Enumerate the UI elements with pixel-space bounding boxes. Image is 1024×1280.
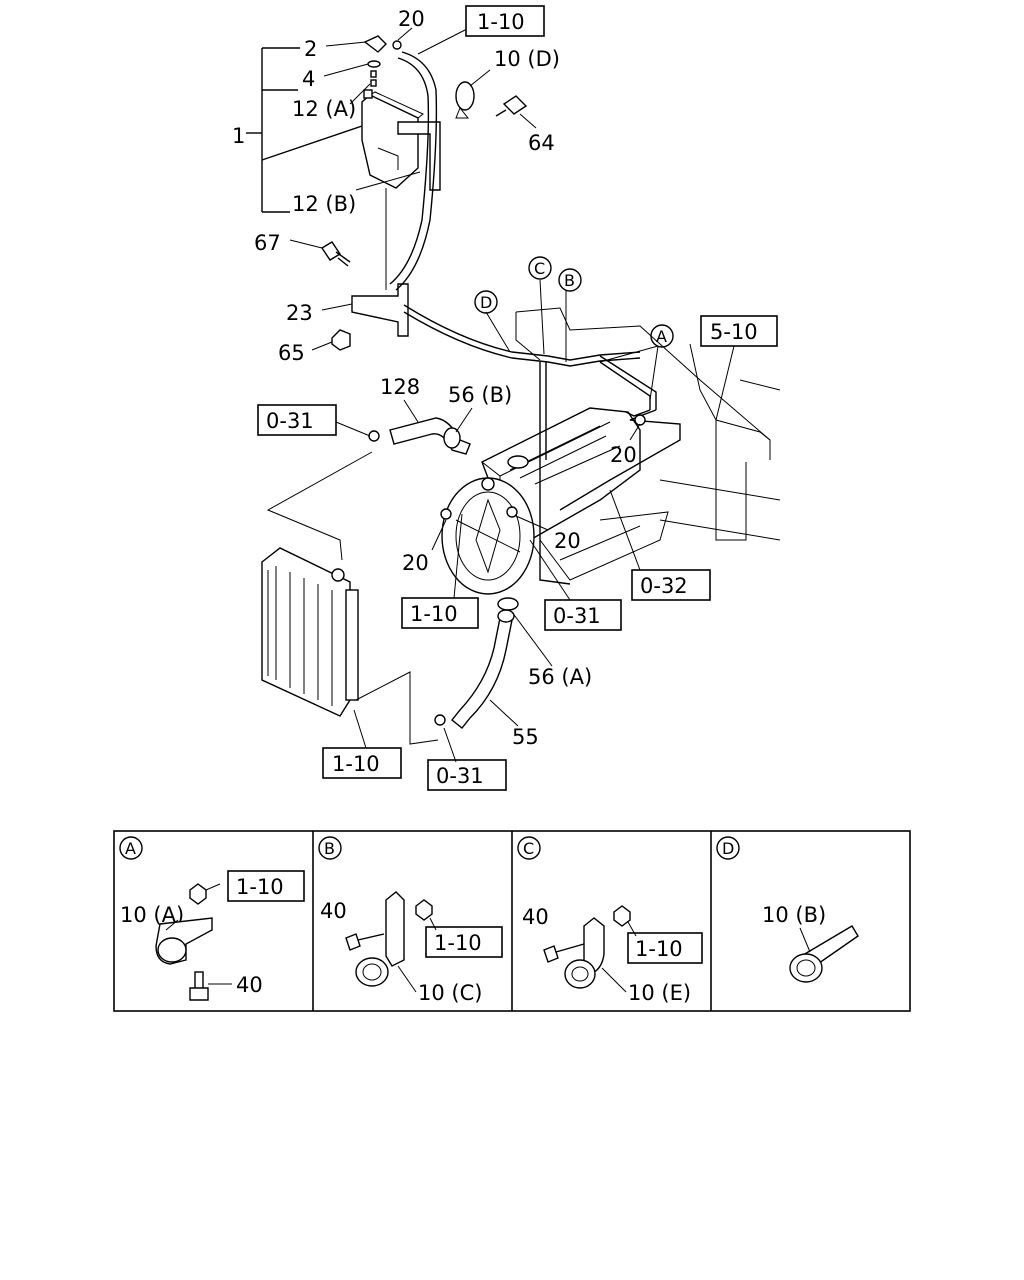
panel-b-ref: 1-10 <box>434 931 482 955</box>
callout-1: 1 <box>232 124 245 148</box>
leader-lines-middle <box>335 279 735 763</box>
upper-hose-128 <box>368 417 471 455</box>
svg-text:D: D <box>480 293 492 312</box>
circle-markers: C B D A <box>474 256 674 348</box>
bolt-64 <box>495 95 528 117</box>
svg-text:1-10: 1-10 <box>477 10 525 34</box>
callout-12a: 12 (A) <box>292 97 356 121</box>
panel-c-bolt: 40 <box>522 905 549 929</box>
callout-20-mid: 20 <box>554 529 581 553</box>
leader-lines-top <box>289 27 537 351</box>
callout-67: 67 <box>254 231 281 255</box>
svg-text:C: C <box>523 839 534 858</box>
callout-10d: 10 (D) <box>494 47 560 71</box>
callout-65: 65 <box>278 341 305 365</box>
ref-box-110-mid[interactable]: 1-10 <box>401 597 479 629</box>
overflow-hose <box>389 51 641 367</box>
callout-55: 55 <box>512 725 539 749</box>
panel-c-ref: 1-10 <box>635 937 683 961</box>
svg-text:0-31: 0-31 <box>553 604 601 628</box>
callout-20-right: 20 <box>610 443 637 467</box>
svg-text:0-32: 0-32 <box>640 574 688 598</box>
callout-23: 23 <box>286 301 313 325</box>
marker-a: A <box>650 324 674 348</box>
ref-box-032[interactable]: 0-32 <box>631 569 711 601</box>
frame-rails <box>515 307 781 541</box>
ref-box-031-left[interactable]: 0-31 <box>257 404 337 436</box>
connection-lines <box>266 451 439 745</box>
ref-box-510[interactable]: 5-10 <box>700 315 778 347</box>
callout-12b: 12 (B) <box>292 192 356 216</box>
ref-box-031-bottom[interactable]: 0-31 <box>427 759 507 791</box>
svg-text:D: D <box>722 839 734 858</box>
lower-hose-55 <box>434 597 519 729</box>
svg-text:C: C <box>534 259 545 278</box>
detail-panels: A 1-10 10 (A) 40 B 1-10 40 10 (C) <box>113 830 911 1012</box>
callout-56a: 56 (A) <box>528 665 592 689</box>
detail-panel-b: B 1-10 40 10 (C) <box>318 836 503 1005</box>
marker-b: B <box>558 268 582 292</box>
svg-text:1-10: 1-10 <box>332 752 380 776</box>
callout-20-top: 20 <box>398 7 425 31</box>
callout-2: 2 <box>304 37 317 61</box>
ref-box-110-bottom[interactable]: 1-10 <box>322 747 402 779</box>
panel-a-ref: 1-10 <box>236 875 284 899</box>
detail-panel-d: D 10 (B) <box>716 836 859 983</box>
panel-b-bolt: 40 <box>320 899 347 923</box>
svg-text:A: A <box>125 839 136 858</box>
callout-56b: 56 (B) <box>448 383 512 407</box>
marker-c: C <box>528 256 552 280</box>
assembly-bracket-1 <box>246 47 363 213</box>
ref-box-031-mid[interactable]: 0-31 <box>544 599 622 631</box>
callout-4: 4 <box>302 67 315 91</box>
svg-text:0-31: 0-31 <box>436 764 484 788</box>
hose-clip-10d <box>455 81 475 119</box>
panel-b-part: 10 (C) <box>418 981 482 1005</box>
callout-64: 64 <box>528 131 555 155</box>
panel-a-bolt: 40 <box>236 973 263 997</box>
svg-text:0-31: 0-31 <box>266 409 314 433</box>
svg-text:B: B <box>324 839 335 858</box>
radiator <box>261 547 359 717</box>
bolt-67 <box>321 241 351 267</box>
callout-20-left: 20 <box>402 551 429 575</box>
detail-panel-c: C 1-10 40 10 (E) <box>517 836 703 1005</box>
callout-labels: 1 2 4 12 (A) 12 (B) 20 10 (D) 64 67 23 6… <box>232 7 637 749</box>
panel-d-part: 10 (B) <box>762 903 826 927</box>
ref-box-top[interactable]: 1-10 <box>465 5 545 37</box>
svg-text:B: B <box>564 271 575 290</box>
svg-text:5-10: 5-10 <box>710 320 758 344</box>
svg-text:1-10: 1-10 <box>410 602 458 626</box>
reference-boxes: 1-10 5-10 0-31 0-32 1-10 0-31 1-10 0-31 <box>257 5 778 791</box>
reservoir-cap <box>363 35 402 87</box>
marker-d: D <box>474 290 498 314</box>
panel-c-part: 10 (E) <box>628 981 691 1005</box>
detail-panel-a: A 1-10 10 (A) 40 <box>119 836 305 1001</box>
heater-pipes <box>539 355 681 585</box>
svg-text:A: A <box>656 327 667 346</box>
nut-65 <box>331 329 351 351</box>
callout-128: 128 <box>380 375 420 399</box>
clamp-20-set <box>440 414 646 520</box>
